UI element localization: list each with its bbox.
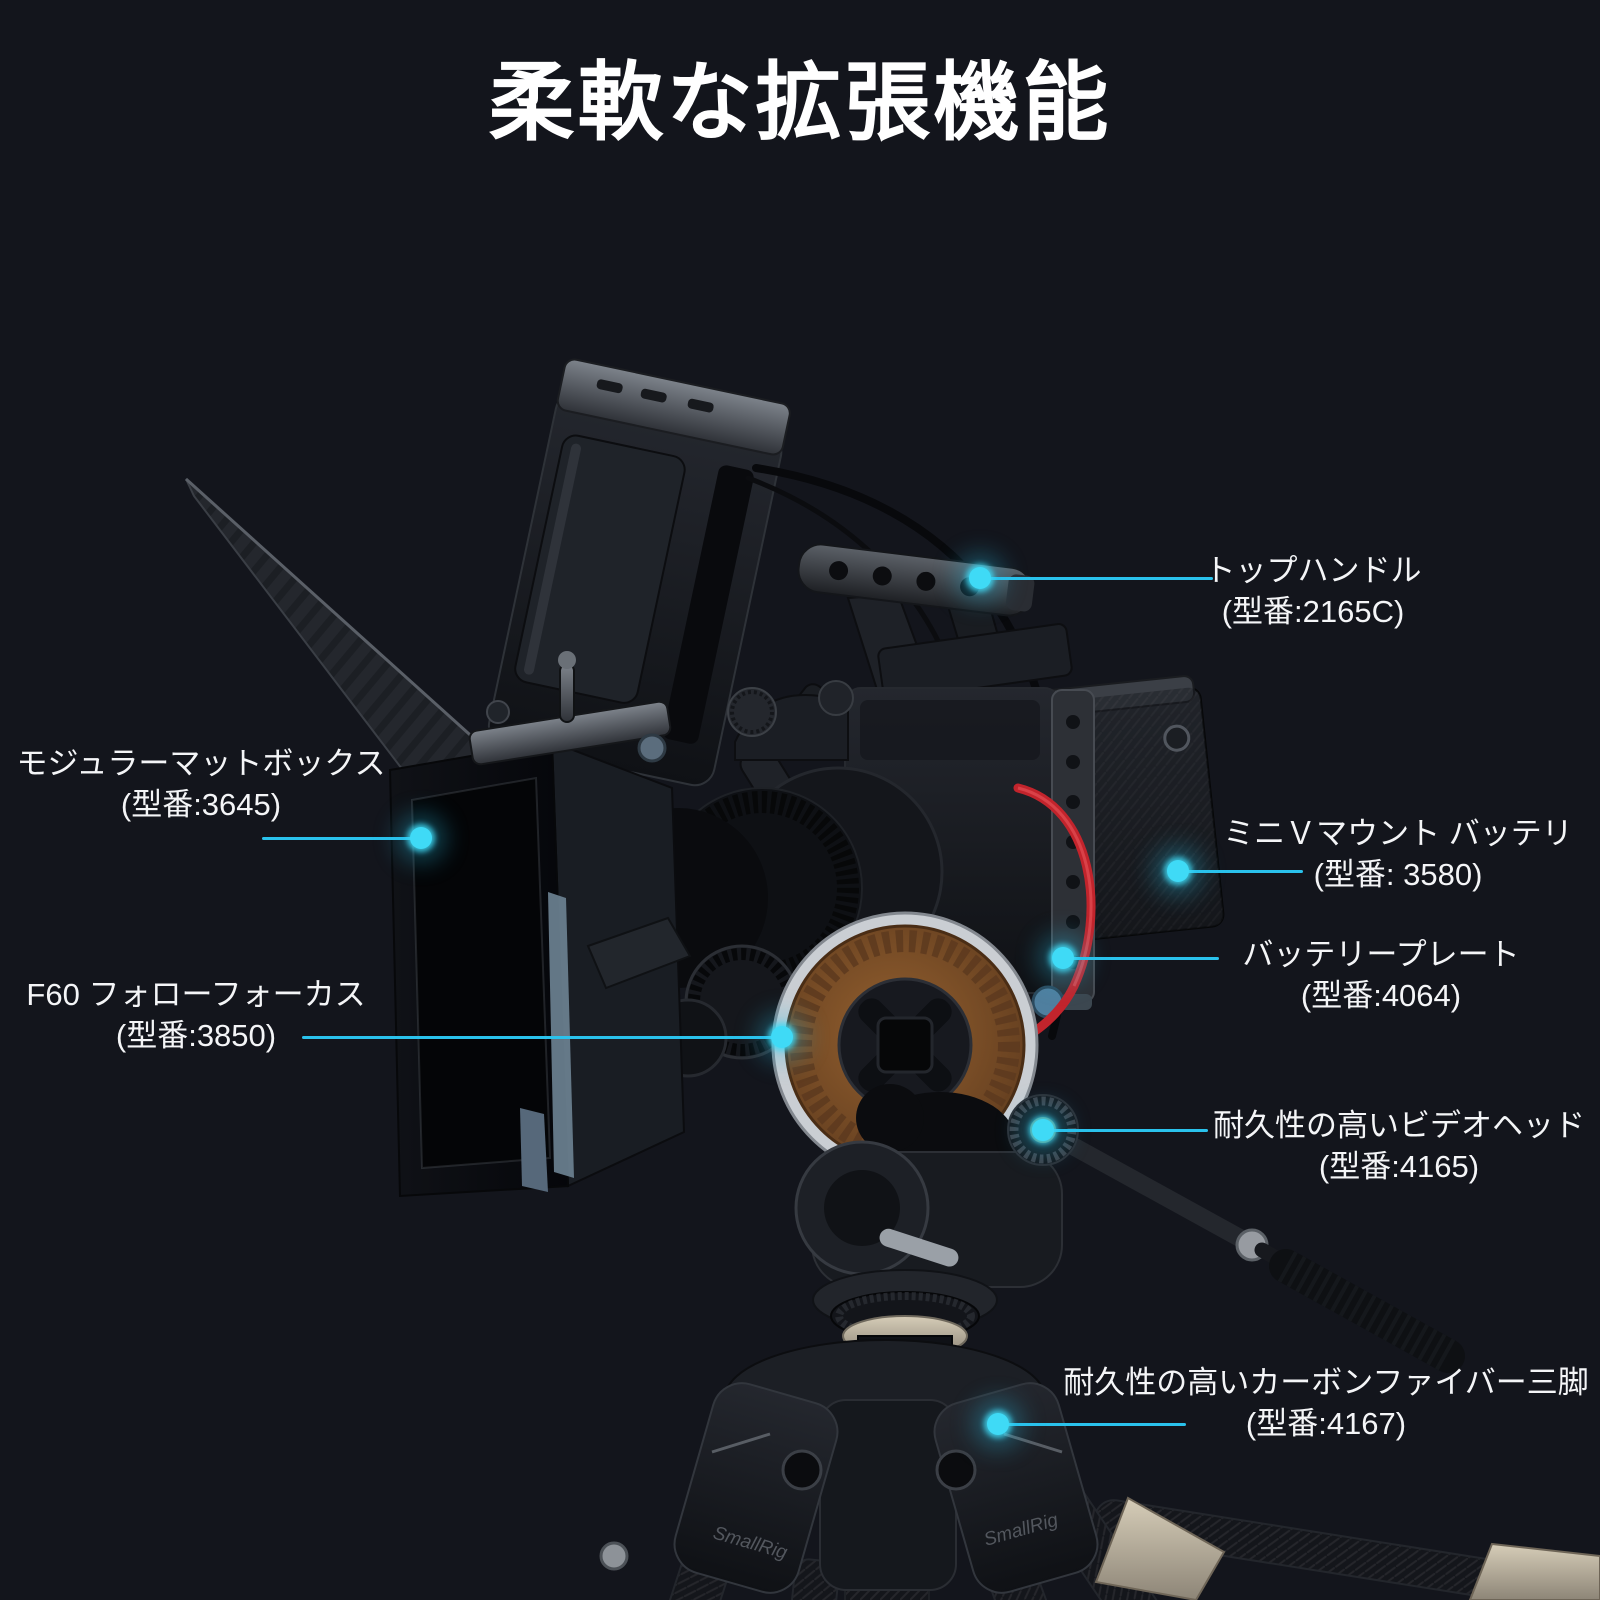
- callout-dot-tripod: [987, 1413, 1009, 1435]
- callout-dot-battery-plate: [1052, 947, 1074, 969]
- tripod-illustration: SmallRig SmallRig: [599, 1339, 1600, 1600]
- callout-line-matte-box: [262, 836, 421, 840]
- callout-model-number: (型番:4167): [1245, 1406, 1407, 1441]
- callout-line-battery-plate: [1063, 956, 1219, 960]
- callout-part-name: 耐久性の高いカーボンファイバー三脚: [1063, 1365, 1589, 1400]
- callout-part-name: バッテリープレート: [1242, 937, 1520, 972]
- tripod-foot: [1094, 1496, 1226, 1600]
- callout-model-number: (型番:4064): [1300, 978, 1462, 1013]
- callout-label-follow-focus: F60 フォローフォーカス (型番:3850): [26, 974, 365, 1056]
- monitor-illustration: [487, 358, 791, 787]
- callout-label-battery-plate: バッテリープレート (型番:4064): [1242, 934, 1519, 1016]
- callout-part-name: 耐久性の高いビデオヘッド: [1213, 1108, 1585, 1143]
- callout-model-number: (型番:3645): [120, 787, 282, 822]
- callout-line-video-head: [1043, 1128, 1208, 1132]
- callout-dot-video-head: [1032, 1119, 1054, 1141]
- callout-label-v-mount-battery: ミニＶマウント バッテリ (型番: 3580): [1223, 813, 1573, 895]
- callout-part-name: モジュラーマットボックス: [16, 746, 386, 781]
- callout-model-number: (型番:4165): [1318, 1149, 1480, 1184]
- callout-line-v-mount-battery: [1178, 869, 1303, 873]
- callout-label-matte-box: モジュラーマットボックス (型番:3645): [17, 743, 386, 825]
- callout-line-tripod: [998, 1422, 1186, 1426]
- callout-model-number: (型番:3850): [115, 1018, 277, 1053]
- callout-line-top-handle: [980, 576, 1213, 580]
- callout-dot-v-mount-battery: [1167, 860, 1189, 882]
- video-head-illustration: [794, 1084, 1465, 1421]
- callout-part-name: トップハンドル: [1204, 553, 1422, 588]
- tripod-foot: [1468, 1542, 1600, 1600]
- matte-box-illustration: [388, 651, 692, 1198]
- page-title: 柔軟な拡張機能: [488, 55, 1112, 151]
- callout-model-number: (型番:2165C): [1221, 594, 1405, 629]
- callout-dot-top-handle: [969, 567, 991, 589]
- callout-line-follow-focus: [302, 1035, 782, 1039]
- callout-label-video-head: 耐久性の高いビデオヘッド (型番:4165): [1213, 1105, 1585, 1187]
- callout-dot-follow-focus: [771, 1026, 793, 1048]
- callout-label-top-handle: トップハンドル (型番:2165C): [1205, 550, 1422, 632]
- callout-dot-matte-box: [410, 827, 432, 849]
- callout-label-tripod: 耐久性の高いカーボンファイバー三脚 (型番:4167): [1063, 1362, 1588, 1444]
- callout-part-name: ミニＶマウント バッテリ: [1223, 816, 1573, 851]
- callout-part-name: F60 フォローフォーカス: [26, 977, 366, 1012]
- callout-model-number: (型番: 3580): [1313, 857, 1483, 892]
